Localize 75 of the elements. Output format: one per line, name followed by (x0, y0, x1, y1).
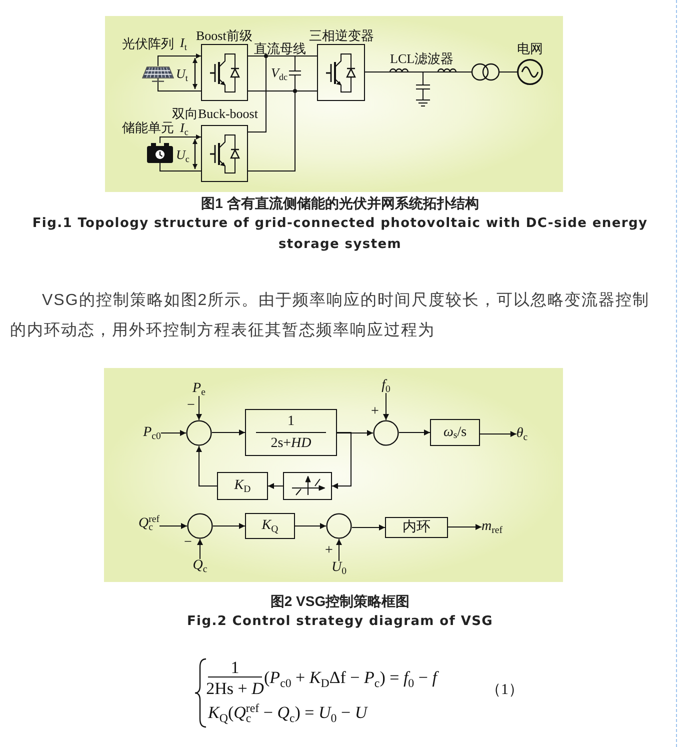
bus-label: 直流母线 (254, 42, 306, 55)
summing-junction (373, 420, 399, 446)
filter-label: LCL滤波器 (390, 52, 454, 65)
figure-caption: 图1 含有直流侧储能的光伏并网系统拓扑结构 (201, 194, 479, 212)
gain-label: K$_{Q}$ (262, 519, 278, 533)
battery-icon (147, 143, 173, 163)
gain-label: K$_{D}$ (234, 479, 251, 493)
signal-arrow (294, 523, 326, 529)
sign-label: + (371, 405, 379, 419)
converter-heading: Boost前级 (196, 29, 252, 42)
ac-source-icon (517, 59, 543, 85)
signal-arrow (336, 430, 374, 436)
signal-label: P$_{c0}$ (143, 426, 161, 440)
signal-arrow (332, 432, 352, 489)
converter-heading: 双向Buck-boost (172, 107, 258, 120)
signal-arrow (196, 396, 202, 420)
signal-label: m$_{ref}$ (482, 520, 502, 534)
equation-number: （1） (486, 683, 524, 698)
signal-arrow (212, 523, 246, 529)
signal-arrow (336, 538, 342, 562)
figure-caption: Fig.1 Topology structure of grid-connected photovoltaic with DC-side energy storage system (31, 215, 649, 254)
signal-arrow (197, 538, 203, 560)
signal-arrow (160, 430, 186, 436)
signal-label: θ$_{c}$ (516, 427, 528, 441)
sign-label: − (184, 536, 192, 550)
signal-arrow (212, 430, 246, 436)
signal-arrow (448, 524, 482, 530)
signal-arrow (268, 483, 284, 489)
current-arrow (158, 54, 202, 66)
inner-loop-block (385, 517, 448, 538)
figure-caption: 图2 VSG控制策略框图 (270, 592, 410, 610)
solar-panel-icon (142, 66, 174, 82)
equation-numerator: 1 (230, 659, 240, 676)
numerator: 1 (288, 414, 294, 428)
voltage-symbol: U$_{c}$ (176, 148, 190, 161)
component-label: 电网 (517, 42, 543, 55)
body-paragraph: VSG的控制策略如图2所示。由于频率响应的时间尺度较长，可以忽略变流器控制的内环动态，用外环控制方程表征其暂态频率响应过程为 (10, 290, 651, 341)
voltage-symbol: V$_{dc}$ (271, 66, 288, 79)
sign-label: + (325, 544, 333, 558)
transfer-function-block (245, 409, 337, 456)
equation-denominator: 2Hs + D (206, 680, 264, 697)
wire (248, 56, 318, 132)
signal-arrow (352, 524, 386, 530)
figure-caption: Fig.2 Control strategy diagram of VSG (186, 613, 494, 631)
equation-term: (P$_{c0}$ + K$_{D}$Δf − P$_{c}$) = f$_{0}$ − f (264, 669, 437, 686)
wire (158, 82, 202, 92)
wire (248, 90, 318, 172)
denominator: 2s+HD (270, 436, 312, 450)
signal-arrow (196, 446, 218, 486)
current-symbol: I$_{t}$ (180, 36, 187, 49)
signal-label: U$_{0}$ (331, 561, 347, 575)
signal-label: f$_{0}$ (382, 379, 390, 393)
converter-heading: 三相逆变器 (309, 29, 374, 42)
component-label: 储能单元 (122, 121, 174, 134)
transfer-function-label: ω$_{s}$/s (443, 426, 467, 440)
component-label: 光伏阵列 (122, 37, 174, 50)
voltage-symbol: U$_{t}$ (176, 67, 188, 80)
gain-block (217, 472, 268, 500)
gain-block (245, 513, 295, 539)
summing-junction (326, 513, 352, 539)
limiter-block (283, 472, 332, 500)
summing-junction (187, 513, 213, 539)
signal-label: Q$_{c}$ (192, 559, 208, 573)
summing-junction (186, 420, 212, 446)
block-label: 内环 (402, 520, 430, 534)
signal-arrow (383, 392, 389, 420)
current-arrow (160, 134, 202, 144)
signal-arrow (480, 431, 517, 437)
sign-label: − (187, 399, 195, 413)
wire (160, 162, 202, 172)
signal-arrow (398, 430, 430, 436)
integrator-block (430, 419, 480, 446)
signal-label: P$_{e}$ (192, 382, 206, 396)
signal-arrow (159, 523, 188, 529)
current-symbol: I$_{c}$ (180, 121, 188, 134)
